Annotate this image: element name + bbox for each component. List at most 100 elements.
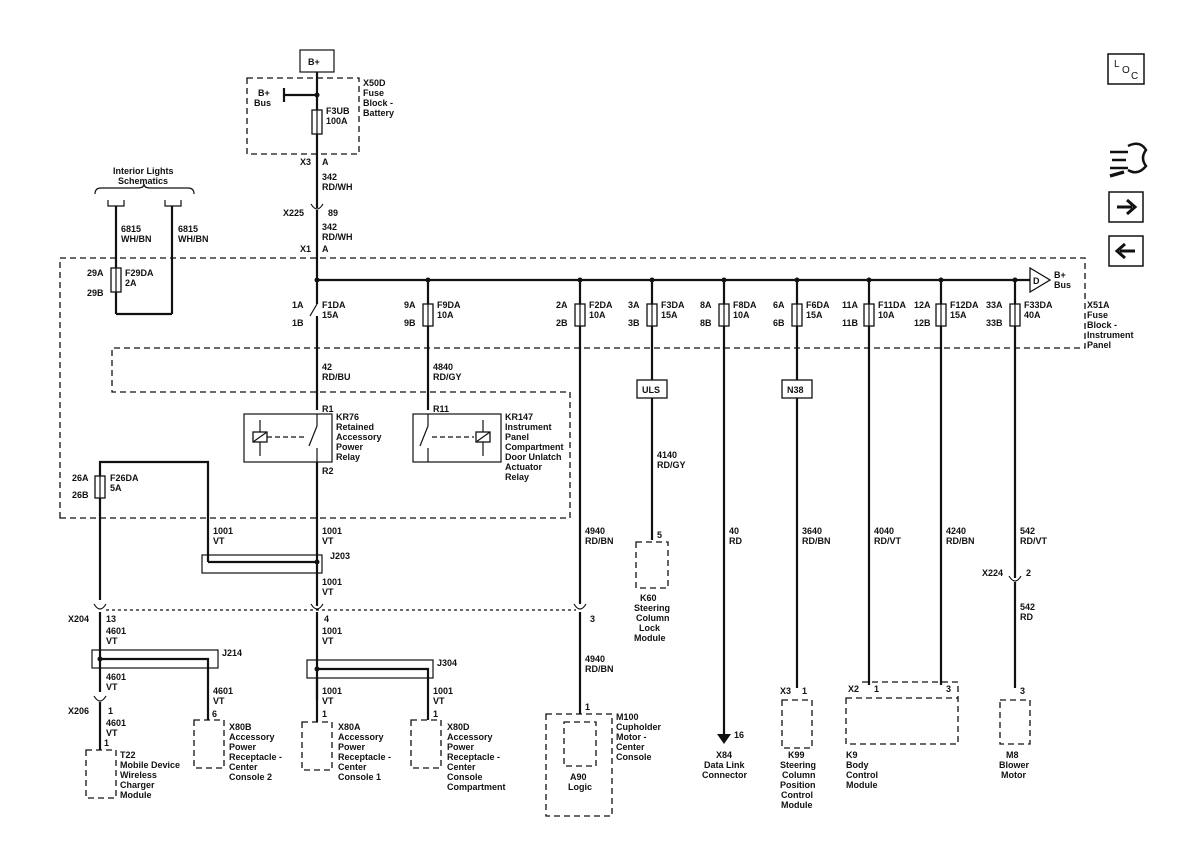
kr76-relay: [243, 413, 333, 463]
bplus-bus-1-label: B+Bus: [254, 88, 271, 108]
f8-name: F8DA: [733, 300, 757, 310]
a2-label: A: [322, 244, 329, 254]
t22-module: [85, 749, 117, 799]
x224-pin: 2: [1026, 568, 1031, 578]
fuse-f8da: 8A 8B F8DA 10A: [700, 277, 757, 734]
f12-name: F12DA: [950, 300, 979, 310]
k60-module: [635, 541, 669, 589]
fuse-f33da: 33A 33B F33DA 40A: [986, 277, 1053, 578]
f26-top: 26A: [72, 473, 89, 483]
m8-module: [999, 699, 1031, 745]
fuse-f11da: 11A 11B F11DA 10A: [842, 277, 907, 685]
kr147-relay: [412, 413, 502, 463]
f2-amp: 10A: [589, 310, 606, 320]
f29-amp: 2A: [125, 278, 137, 288]
f6-bot: 6B: [773, 318, 785, 328]
f11-amp: 10A: [878, 310, 895, 320]
f8-amp: 10A: [733, 310, 750, 320]
k9-module: [845, 697, 959, 745]
j203-splice: [201, 554, 323, 574]
f3-amp: 15A: [661, 310, 678, 320]
f3-name: F3DA: [661, 300, 685, 310]
f33-name: F33DA: [1024, 300, 1053, 310]
f26-name: F26DA: [110, 473, 139, 483]
r11-label: R11: [433, 404, 449, 414]
k99-x3-label: X3: [780, 686, 791, 696]
f2-name: F2DA: [589, 300, 613, 310]
x84-connector-arrow: [717, 734, 731, 744]
service-tools-icon[interactable]: [1109, 142, 1148, 178]
f11-bot: 11B: [842, 318, 859, 328]
n38-label: N38: [787, 385, 804, 395]
x224-label: X224: [982, 568, 1003, 578]
next-page-arrow-icon[interactable]: [1108, 191, 1144, 223]
x204-label: X204: [68, 614, 89, 624]
splice-dot: [314, 92, 320, 98]
m100-module: [545, 713, 613, 817]
d-connector: [1029, 266, 1052, 294]
x225-label: X225: [283, 208, 304, 218]
a1-label: A: [322, 157, 329, 167]
f12-amp: 15A: [950, 310, 967, 320]
f8-bot: 8B: [700, 318, 712, 328]
loc-icon-c: C: [1131, 71, 1138, 82]
f6-name: F6DA: [806, 300, 830, 310]
r1-label: R1: [322, 404, 334, 414]
f9-bot: 9B: [404, 318, 416, 328]
bplus-bus-2-label: B+Bus: [1054, 270, 1071, 290]
n38-tag: [781, 379, 813, 399]
f1-bot: 1B: [292, 318, 304, 328]
f11-top: 11A: [842, 300, 859, 310]
x206-label: X206: [68, 706, 89, 716]
bplus-bus-1: [282, 88, 317, 102]
f33-amp: 40A: [1024, 310, 1041, 320]
f6-top: 6A: [773, 300, 785, 310]
fuse-f9da: 9A 9B F9DA 10A: [404, 277, 461, 410]
j304-label: J304: [437, 658, 457, 668]
m8-pin-3: 3: [1020, 686, 1025, 696]
previous-page-arrow-icon[interactable]: [1108, 235, 1144, 267]
f29-top: 29A: [87, 268, 104, 278]
k9-x2-label: X2: [848, 684, 859, 694]
x204-pin-13: 13: [106, 614, 116, 624]
f29-bot: 29B: [87, 288, 104, 298]
f12-bot: 12B: [914, 318, 931, 328]
j304-splice: [306, 659, 434, 679]
loc-icon-o: O: [1122, 65, 1130, 76]
d-connector-label: D: [1033, 276, 1040, 286]
j203-label: J203: [330, 551, 350, 561]
r2-label: R2: [322, 466, 334, 476]
loc-icon[interactable]: L O C: [1107, 53, 1145, 85]
fuse-f6da: 6A 6B F6DA 15A: [773, 277, 830, 688]
k9-pin-1: 1: [874, 684, 879, 694]
f12-top: 12A: [914, 300, 931, 310]
pin-89: 89: [328, 208, 338, 218]
fuse-f12da: 12A 12B F12DA 15A: [914, 277, 979, 685]
f9-top: 9A: [404, 300, 416, 310]
x80a-pin-1: 1: [322, 709, 327, 719]
k60-pin-5: 5: [657, 530, 662, 540]
uls-label: ULS: [642, 385, 660, 395]
f1-name: F1DA: [322, 300, 346, 310]
wire-4601: [98, 460, 210, 600]
f9-amp: 10A: [437, 310, 454, 320]
